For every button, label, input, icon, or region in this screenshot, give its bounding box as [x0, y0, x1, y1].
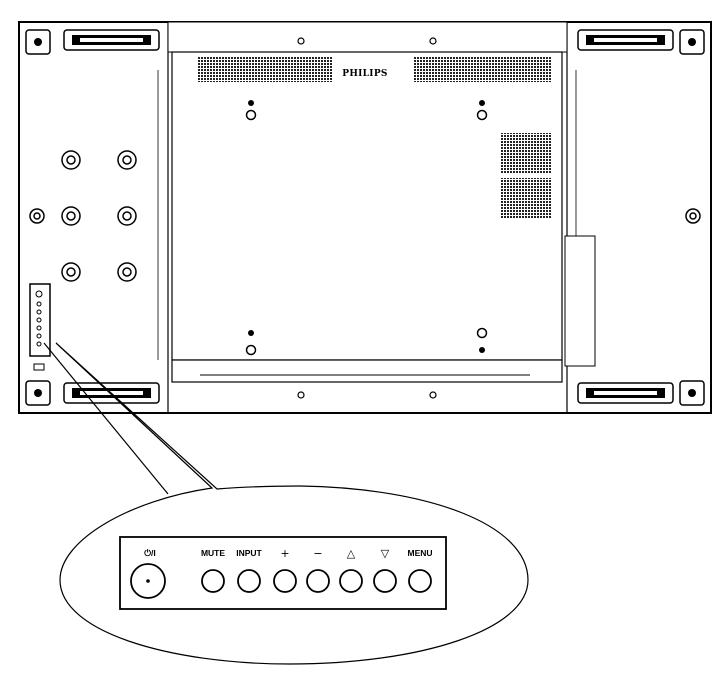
plus-button[interactable] [273, 569, 297, 593]
vent-grille-side-upper [500, 133, 552, 173]
mount-hole-right [685, 208, 701, 224]
corner-bracket-top-left [25, 29, 51, 55]
input-button[interactable] [237, 569, 261, 593]
vent-grille-top-left [198, 56, 332, 82]
minus-button[interactable] [306, 569, 330, 593]
keypad-strip-buttons [35, 290, 43, 347]
input-button-label: INPUT [236, 548, 262, 558]
mute-button-label: MUTE [201, 548, 225, 558]
handle-top-right [577, 29, 674, 51]
bottom-strip [171, 359, 563, 383]
corner-bracket-bottom-left [25, 380, 51, 406]
menu-button-label: MENU [407, 548, 432, 558]
brand-label: PHILIPS [342, 69, 387, 79]
callout-pointer-line [43, 342, 169, 495]
up-button-label: △ [347, 547, 356, 560]
up-button[interactable] [339, 569, 363, 593]
power-button[interactable] [130, 563, 166, 599]
corner-bracket-top-right [679, 29, 705, 55]
handle-top-left [63, 29, 160, 51]
top-strip [167, 21, 568, 53]
plus-button-label: + [280, 547, 289, 560]
side-connector-block [564, 235, 596, 367]
power-button-label: ⏻/I [144, 548, 155, 558]
screw-holes-main [245, 100, 488, 356]
handle-bottom-right [577, 382, 674, 404]
top-strip-holes [297, 37, 437, 399]
vent-grille-side-lower [500, 178, 552, 218]
minus-button-label: − [313, 547, 322, 560]
ir-sensor [33, 363, 45, 371]
menu-button[interactable] [408, 569, 432, 593]
down-button[interactable] [373, 569, 397, 593]
corner-bracket-bottom-right [679, 380, 705, 406]
vent-grille-top-right [414, 56, 552, 82]
down-button-label: ▽ [381, 547, 390, 560]
mount-holes-left [29, 150, 137, 282]
mute-button[interactable] [201, 569, 225, 593]
